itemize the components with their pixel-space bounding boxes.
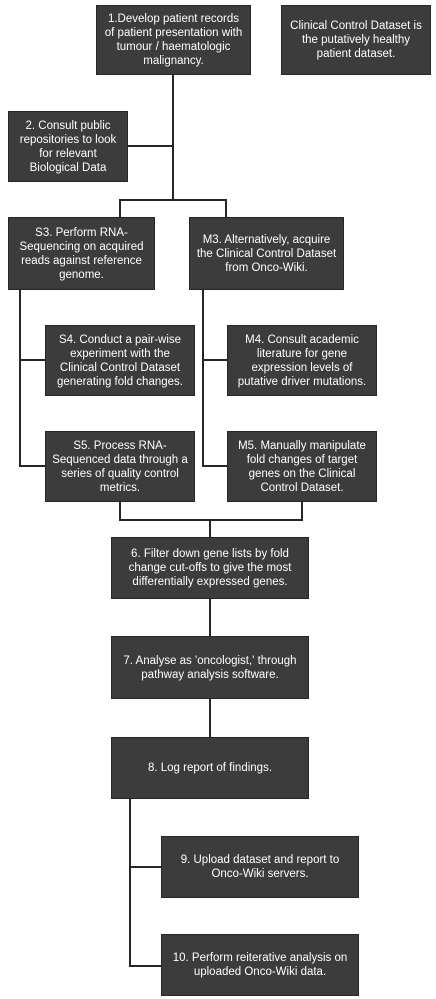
step-m5-box: M5. Manually manipulate fold changes of … (227, 431, 377, 502)
clinical-control-note-box: Clinical Control Dataset is the putative… (281, 5, 431, 75)
step-s5-box: S5. Process RNA-Sequenced data through a… (45, 431, 195, 502)
step-7-box: 7. Analyse as 'oncologist,' through path… (111, 636, 309, 699)
step-7-text: 7. Analyse as 'oncologist,' through path… (123, 654, 297, 681)
step-s4-text: S4. Conduct a pair-wise experiment with … (57, 333, 183, 388)
step-s4-box: S4. Conduct a pair-wise experiment with … (45, 325, 195, 396)
step-6-text: 6. Filter down gene lists by fold change… (128, 548, 292, 588)
step-9-text: 9. Upload dataset and report to Onco-Wik… (180, 854, 340, 880)
step-8-box: 8. Log report of findings. (111, 737, 309, 799)
clinical-control-note-text: Clinical Control Dataset is the putative… (290, 20, 422, 60)
step-10-box: 10. Perform reiterative analysis on uplo… (161, 934, 359, 996)
step-m3-box: M3. Alternatively, acquire the Clinical … (189, 217, 344, 290)
step-s3-box: S3. Perform RNA-Sequencing on acquired r… (8, 217, 155, 290)
step-m3-text: M3. Alternatively, acquire the Clinical … (196, 233, 337, 274)
step-2-box: 2. Consult public repositories to look f… (8, 111, 128, 182)
step-1-text: 1.Develop patient records of patient pre… (104, 13, 243, 67)
step-m4-box: M4. Consult academic literature for gene… (227, 325, 377, 396)
step-9-box: 9. Upload dataset and report to Onco-Wik… (161, 836, 359, 898)
step-1-box: 1.Develop patient records of patient pre… (96, 5, 251, 75)
step-2-text: 2. Consult public repositories to look f… (19, 119, 117, 174)
step-m5-text: M5. Manually manipulate fold changes of … (238, 439, 366, 494)
step-8-text: 8. Log report of findings. (147, 762, 273, 774)
step-s3-text: S3. Perform RNA-Sequencing on acquired r… (19, 226, 144, 281)
step-10-text: 10. Perform reiterative analysis on uplo… (172, 952, 348, 978)
step-6-box: 6. Filter down gene lists by fold change… (111, 537, 309, 599)
step-m4-text: M4. Consult academic literature for gene… (237, 333, 367, 388)
step-s5-text: S5. Process RNA-Sequenced data through a… (52, 439, 188, 494)
